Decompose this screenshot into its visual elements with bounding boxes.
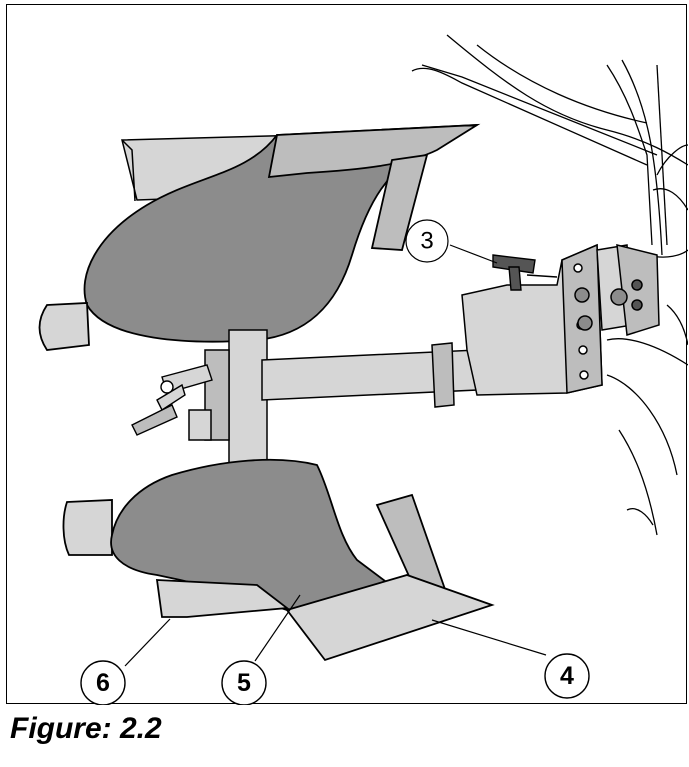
callout-3: 3 bbox=[405, 219, 449, 263]
main-beam bbox=[261, 342, 478, 408]
left-adjuster bbox=[131, 364, 213, 436]
upper-mouldboard bbox=[38, 123, 481, 351]
svg-text:6: 6 bbox=[96, 669, 110, 697]
svg-text:5: 5 bbox=[237, 669, 251, 697]
callout-leaders bbox=[124, 244, 547, 667]
standard bbox=[188, 329, 268, 471]
figure-caption: Figure: 2.2 bbox=[10, 712, 162, 745]
svg-text:4: 4 bbox=[560, 662, 574, 690]
t-handle bbox=[492, 254, 558, 291]
callout-6: 6 bbox=[80, 660, 126, 705]
callout-4: 4 bbox=[544, 653, 590, 699]
plough-illustration: 3 6 5 4 bbox=[38, 34, 688, 705]
tractor-outline bbox=[411, 34, 688, 536]
lower-mouldboard bbox=[62, 458, 495, 662]
callout-5: 5 bbox=[221, 660, 267, 705]
svg-text:3: 3 bbox=[420, 228, 433, 255]
hitch-bracket bbox=[461, 243, 660, 396]
figure-frame: 3 6 5 4 bbox=[6, 4, 688, 705]
